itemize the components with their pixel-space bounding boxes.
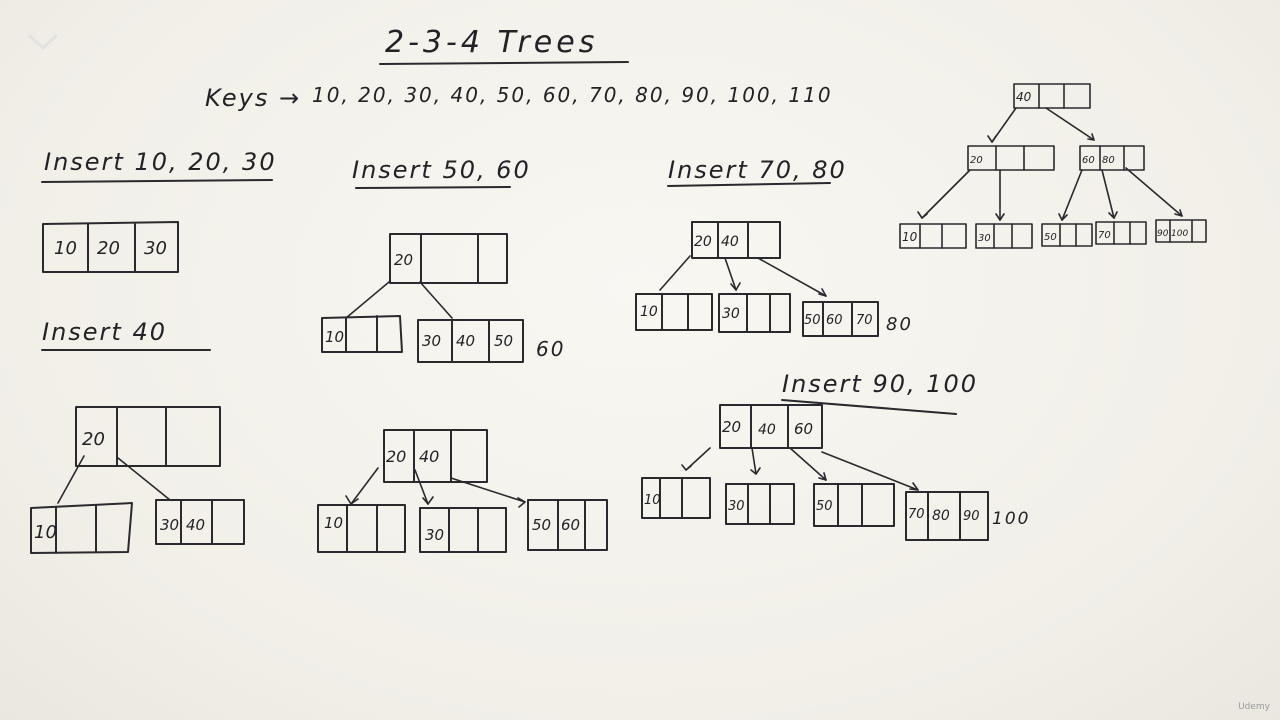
keys-list: 10, 20, 30, 40, 50, 60, 70, 80, 90, 100,… bbox=[312, 83, 833, 107]
step7-right-key-1: 60 bbox=[1082, 155, 1095, 166]
step4-child2-key: 30 bbox=[425, 526, 444, 544]
step5-child3-key-1: 50 bbox=[804, 313, 821, 328]
step6-root-key-2: 40 bbox=[758, 422, 776, 438]
step6-underline bbox=[781, 399, 957, 415]
step1-heading: Insert 10, 20, 30 bbox=[44, 148, 277, 176]
step6-child1-key: 10 bbox=[644, 493, 661, 508]
step6-pending: 100 bbox=[992, 509, 1030, 529]
step3-right-key-3: 50 bbox=[494, 332, 513, 350]
step6-child4-key-3: 90 bbox=[963, 509, 980, 524]
step2-root-key: 20 bbox=[82, 429, 105, 450]
watermark-logo: Udemy bbox=[1238, 702, 1270, 712]
step6-root-key-1: 20 bbox=[722, 418, 741, 436]
step6-root-key-3: 60 bbox=[794, 420, 813, 438]
step7-leaf2-key: 30 bbox=[978, 233, 991, 244]
step1-key-1: 10 bbox=[54, 238, 77, 259]
step6-tree: 20 40 60 10 30 50 70 80 90 100 bbox=[641, 404, 1030, 541]
step6-child4-key-2: 80 bbox=[932, 508, 950, 524]
title-underline bbox=[379, 61, 629, 65]
step6-child4-key-1: 70 bbox=[908, 507, 925, 522]
step2-heading: Insert 40 bbox=[42, 318, 167, 346]
step7-leaf3-key: 50 bbox=[1044, 232, 1057, 243]
step7-leaf5-key-1: 90 bbox=[1157, 229, 1169, 239]
step6-heading: Insert 90, 100 bbox=[782, 370, 978, 398]
step1-node: 10 20 30 bbox=[42, 221, 179, 273]
step3-pending: 60 bbox=[536, 337, 565, 361]
keys-label: Keys → bbox=[205, 84, 301, 112]
step4-root-key-1: 20 bbox=[386, 447, 406, 466]
step6-child2-key: 30 bbox=[728, 499, 745, 514]
step5-tree: 20 40 10 30 50 60 70 80 bbox=[635, 221, 913, 337]
step2-tree: 20 10 30 40 bbox=[30, 406, 245, 554]
step4-child1-key: 10 bbox=[324, 514, 343, 532]
step5-root-key-1: 20 bbox=[694, 234, 712, 250]
step7-leaf1-key: 10 bbox=[902, 230, 918, 244]
step7-leaf5-key-2: 100 bbox=[1171, 229, 1188, 239]
step4-tree: 20 40 10 30 50 60 bbox=[317, 429, 608, 553]
step5-pending: 80 bbox=[886, 314, 913, 335]
step3-heading: Insert 50, 60 bbox=[352, 156, 531, 184]
step7-leaf4-key: 70 bbox=[1098, 230, 1111, 241]
step3-right-key-1: 30 bbox=[422, 332, 441, 350]
step3-left-key: 10 bbox=[325, 328, 344, 346]
step5-heading: Insert 70, 80 bbox=[668, 156, 847, 184]
step5-child3-key-2: 60 bbox=[826, 313, 843, 328]
step7-tree: 40 20 60 80 10 30 50 70 90 100 bbox=[899, 83, 1207, 249]
step2-left-key: 10 bbox=[34, 522, 57, 543]
step2-right-key-2: 40 bbox=[186, 516, 205, 534]
step5-child2-key: 30 bbox=[722, 306, 740, 322]
step4-child3-key-1: 50 bbox=[532, 516, 551, 534]
step3-tree: 20 10 30 40 50 60 bbox=[321, 233, 565, 363]
step7-left-key: 20 bbox=[970, 155, 983, 166]
step3-root-key: 20 bbox=[394, 251, 413, 269]
step7-right-key-2: 80 bbox=[1102, 155, 1115, 166]
step3-right-key-2: 40 bbox=[456, 332, 475, 350]
step6-child3-key: 50 bbox=[816, 499, 833, 514]
step5-child1-key: 10 bbox=[640, 304, 658, 320]
step3-underline bbox=[355, 186, 511, 189]
step1-underline bbox=[41, 179, 273, 183]
step7-root-key: 40 bbox=[1016, 90, 1032, 104]
step4-child3-key-2: 60 bbox=[561, 516, 580, 534]
step1-key-3: 30 bbox=[144, 238, 167, 259]
step2-right-key-1: 30 bbox=[160, 516, 179, 534]
step5-root-key-2: 40 bbox=[721, 234, 739, 250]
chevron-down-icon[interactable] bbox=[28, 32, 58, 52]
step5-child3-key-3: 70 bbox=[856, 313, 873, 328]
step4-root-key-2: 40 bbox=[419, 447, 439, 466]
page-title: 2-3-4 Trees bbox=[385, 25, 598, 60]
step1-key-2: 20 bbox=[97, 238, 120, 259]
step5-underline bbox=[667, 182, 831, 187]
